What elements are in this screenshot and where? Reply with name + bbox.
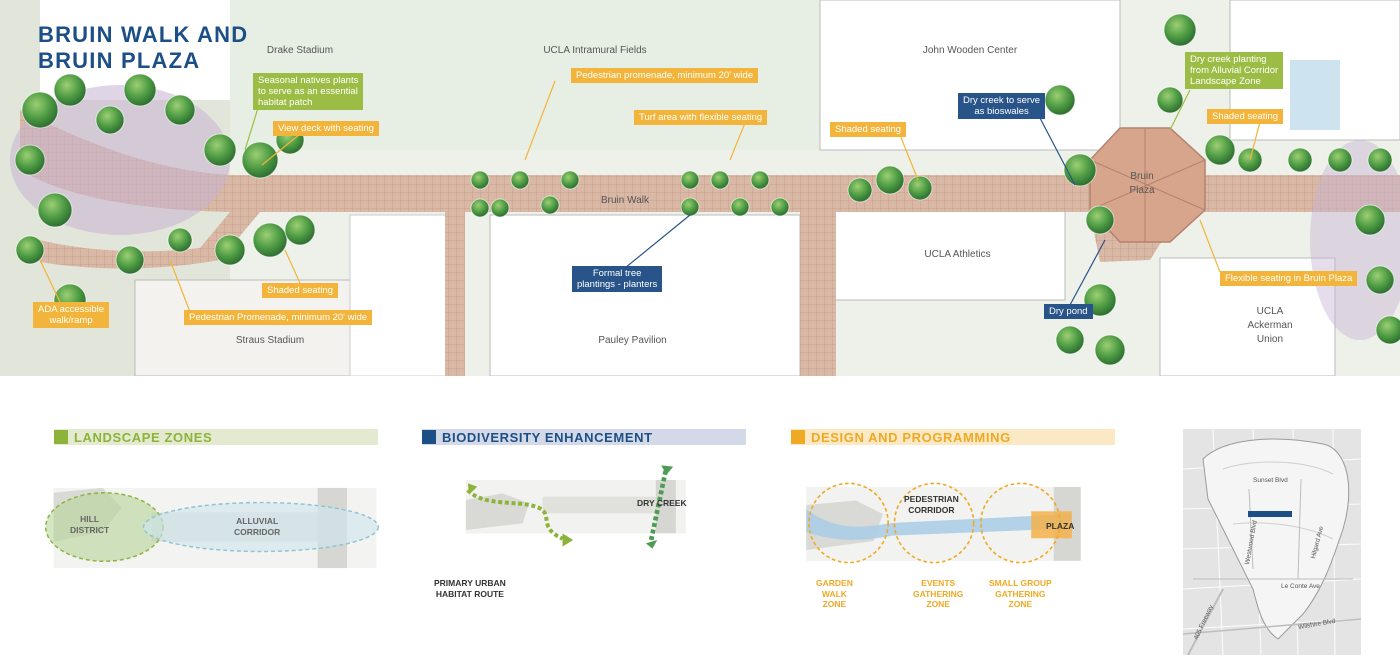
label-john-wooden-center: John Wooden Center — [922, 45, 1018, 56]
label-pauley-pavilion: Pauley Pavilion — [598, 335, 667, 346]
label-small-group-zone: SMALL GROUP GATHERING ZONE — [989, 578, 1052, 609]
label-bruin-walk: Bruin Walk — [601, 195, 649, 206]
label-ucla-athletics: UCLA Athletics — [924, 249, 991, 260]
label-straus-stadium: Straus Stadium — [235, 335, 305, 346]
label-intramural-fields: UCLA Intramural Fields — [543, 45, 647, 56]
callout-ada-ramp: ADA accessible walk/ramp — [33, 302, 110, 328]
callout-turf-area: Turf area with flexible seating — [634, 110, 768, 125]
locator-map: Sunset Blvd Le Conte Ave Wilshire Blvd 4… — [1182, 428, 1362, 656]
callout-shaded-seating-top: Shaded seating — [830, 122, 907, 137]
callout-dry-creek-planting: Dry creek planting from Alluvial Corrido… — [1185, 52, 1284, 89]
callout-promenade-top: Pedestrian promenade, minimum 20' wide — [571, 68, 759, 83]
label-events-gathering-zone: EVENTS GATHERING ZONE — [913, 578, 964, 609]
label-alluvial-corridor: ALLUVIAL CORRIDOR — [234, 516, 281, 537]
callout-flexible-seating: Flexible seating in Bruin Plaza — [1220, 271, 1358, 286]
section-bar — [422, 429, 746, 445]
label-hill-district: HILL DISTRICT — [70, 514, 110, 535]
title-line-2: BRUIN PLAZA — [38, 48, 201, 73]
callout-promenade-bottom: Pedestrian Promenade, minimum 20' wide — [184, 310, 373, 325]
design-title: DESIGN AND PROGRAMMING — [811, 430, 1011, 445]
callout-seasonal-natives: Seasonal natives plants to serve as an e… — [253, 73, 364, 110]
callout-formal-tree-plantings: Formal tree plantings - planters — [572, 266, 663, 292]
callout-shaded-seating-bottom: Shaded seating — [262, 283, 339, 298]
section-biodiversity: BIODIVERSITY ENHANCEMENT — [422, 429, 746, 445]
site-plan: BRUIN WALK AND BRUIN PLAZA Drake Stadium… — [0, 0, 1400, 376]
biodiversity-swatch — [422, 430, 436, 444]
section-design-programming: DESIGN AND PROGRAMMING — [791, 429, 1115, 445]
locator-le-conte-ave: Le Conte Ave — [1281, 583, 1320, 590]
page-title: BRUIN WALK AND BRUIN PLAZA — [38, 22, 248, 74]
landscape-swatch — [54, 430, 68, 444]
section-bar — [791, 429, 1115, 445]
landscape-zones-diagram — [44, 487, 380, 569]
locator-site-marker — [1248, 511, 1292, 517]
locator-map-drawing — [1182, 428, 1362, 656]
callout-view-deck: View deck with seating — [273, 121, 379, 136]
biodiversity-diagram — [465, 465, 686, 549]
title-line-1: BRUIN WALK AND — [38, 22, 249, 47]
label-garden-walk-zone: GARDEN WALK ZONE — [816, 578, 853, 609]
callout-dry-pond: Dry pond — [1044, 304, 1093, 319]
section-bar — [54, 429, 378, 445]
label-pedestrian-corridor: PEDESTRIAN CORRIDOR — [904, 494, 959, 515]
callout-dry-creek-bioswales: Dry creek to serve as bioswales — [958, 93, 1046, 119]
label-primary-habitat-route: PRIMARY URBAN HABITAT ROUTE — [434, 578, 506, 599]
biodiversity-title: BIODIVERSITY ENHANCEMENT — [442, 430, 653, 445]
locator-sunset-blvd: Sunset Blvd — [1253, 477, 1288, 484]
section-landscape-zones: LANDSCAPE ZONES — [54, 429, 378, 445]
label-dry-creek: DRY CREEK — [637, 498, 687, 508]
label-plaza: PLAZA — [1046, 521, 1075, 531]
label-bruin-plaza: Bruin Plaza — [1129, 171, 1155, 196]
label-ackerman-union: UCLA Ackerman Union — [1247, 306, 1293, 345]
landscape-title: LANDSCAPE ZONES — [74, 430, 213, 445]
callout-shaded-seating-right: Shaded seating — [1207, 109, 1284, 124]
design-swatch — [791, 430, 805, 444]
label-drake-stadium: Drake Stadium — [266, 45, 334, 56]
design-diagram — [806, 482, 1081, 564]
